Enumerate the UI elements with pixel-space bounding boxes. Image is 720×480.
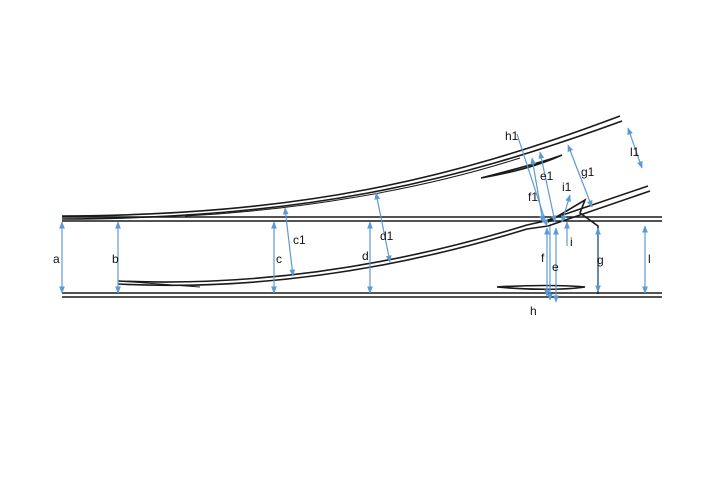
dimension-f1 <box>530 157 545 223</box>
dimension-l1 <box>627 127 643 169</box>
label-b: b <box>112 252 119 266</box>
label-c: c <box>276 252 282 266</box>
inner-curved-rail-top <box>117 185 649 283</box>
switch-blade-lower <box>117 280 201 288</box>
label-a: a <box>53 252 60 266</box>
label-i1: i1 <box>562 180 572 194</box>
label-h: h <box>530 304 537 318</box>
label-g1: g1 <box>581 165 595 179</box>
label-f: f <box>541 251 545 265</box>
dimension-i1 <box>561 194 571 223</box>
dimension-labels: a b c d c1 d1 f e h i g l h1 e1 f1 g1 i1… <box>53 129 651 318</box>
dimension-g1 <box>567 144 593 208</box>
check-rails <box>480 154 586 291</box>
lower-check-rail <box>496 284 586 291</box>
label-e: e <box>552 260 559 274</box>
label-l: l <box>648 252 651 266</box>
diverging-track <box>61 115 651 294</box>
outer-curved-rail-bottom <box>61 120 623 220</box>
label-c1: c1 <box>293 233 306 247</box>
dimension-c1 <box>282 207 296 277</box>
label-l1: l1 <box>630 145 640 159</box>
label-d1: d1 <box>380 229 394 243</box>
label-f1: f1 <box>528 190 538 204</box>
label-h1: h1 <box>505 129 519 143</box>
label-i: i <box>570 235 573 249</box>
label-e1: e1 <box>540 169 554 183</box>
dimension-d1 <box>374 192 392 263</box>
outer-curved-rail-top <box>61 115 621 217</box>
label-d: d <box>362 249 369 263</box>
dimension-lines <box>59 127 648 303</box>
inner-curved-rail-bottom <box>117 190 651 287</box>
upper-check-rail <box>480 154 563 179</box>
switch-blade-upper <box>184 157 521 217</box>
label-g: g <box>597 253 604 267</box>
